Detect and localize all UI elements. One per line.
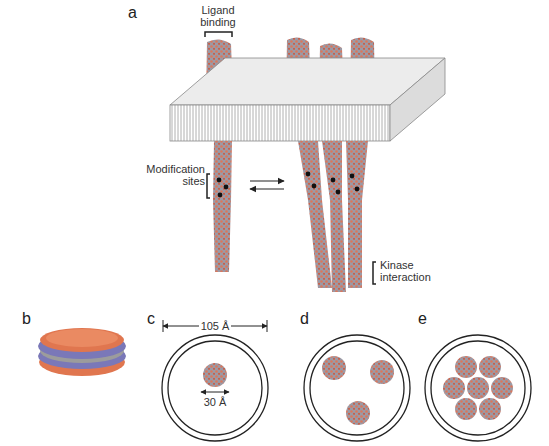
region-label: Modification sites xyxy=(135,163,205,187)
panel-letter: d xyxy=(300,310,309,328)
region-label: Ligand binding xyxy=(193,4,243,28)
region-label: Kinase interaction xyxy=(380,259,450,283)
panel-letter: b xyxy=(22,310,31,328)
panel-letter: e xyxy=(418,310,427,328)
panel-letter: a xyxy=(128,4,137,22)
dimension-label: 105 Å xyxy=(199,320,232,332)
dimension-label: 30 Å xyxy=(202,396,229,408)
panel-letter: c xyxy=(147,310,155,328)
